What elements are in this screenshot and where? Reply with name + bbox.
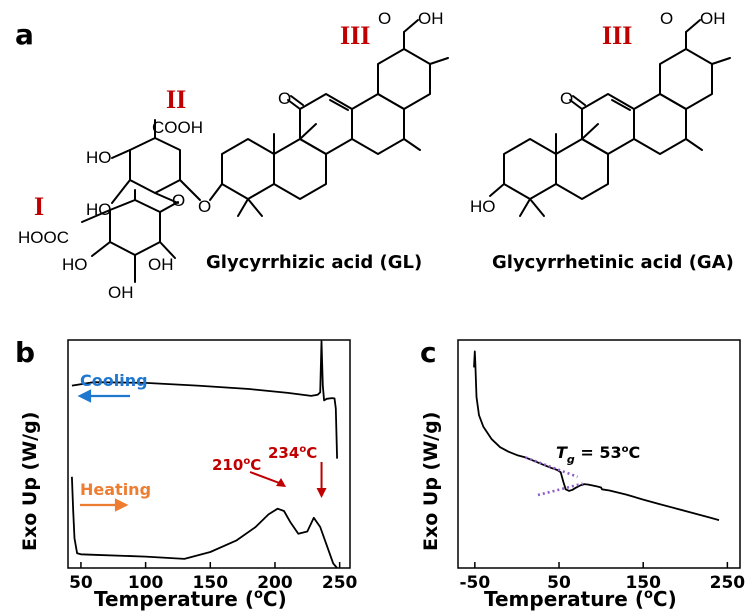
x-tick-label: 250 — [322, 573, 358, 593]
panel-b-plot-frame — [67, 339, 351, 569]
x-tick-label: 200 — [257, 573, 293, 593]
gl-ho-2: HO — [86, 200, 112, 219]
panel-c-annotations: Tg = 53oC — [556, 443, 640, 466]
ga-carbonyl-o: O — [660, 9, 673, 28]
ga-name: Glycyrrhetinic acid (GA) — [492, 252, 734, 273]
gl-cooh-ii: COOH — [152, 118, 203, 137]
x-tick-label: -50 — [459, 573, 490, 593]
gl-ho-3: HO — [62, 255, 88, 274]
panel-c-plot-frame — [457, 339, 741, 569]
tangent-line-rubbery — [537, 482, 583, 497]
ga-ho: HO — [470, 197, 496, 216]
sugar-ring-i — [109, 199, 161, 256]
panel-c-curves — [473, 350, 720, 521]
series-line-dsc — [473, 350, 720, 521]
x-tick-label: 250 — [710, 573, 746, 593]
cooling-arrow — [77, 389, 130, 403]
panel-b-label: b — [15, 336, 35, 369]
aglycone-ring-a — [221, 138, 275, 200]
series-line-heating — [71, 476, 338, 569]
aglycone-ring-c — [299, 93, 353, 155]
gl-oh-1: OH — [148, 255, 174, 274]
panel-b-y-label: Exo Up (W/g) — [19, 412, 41, 551]
fragment-label-ii: II — [166, 85, 186, 114]
ga-acid-oh: OH — [700, 9, 726, 28]
panel-c-x-label-end: C) — [653, 587, 677, 611]
x-tick-label: 150 — [193, 573, 229, 593]
series-line-cooling — [71, 340, 338, 459]
ga-ring-a — [503, 138, 557, 200]
tg-label-end: C — [628, 443, 640, 462]
peak-label-210-end: C — [250, 456, 261, 474]
tangent-line-glassy — [524, 456, 578, 479]
tg-label-unit: o — [622, 444, 629, 455]
gl-name: Glycyrrhizic acid (GL) — [206, 252, 422, 273]
peak-label-210-value: 210 — [212, 456, 243, 474]
aglycone-ring-d — [351, 93, 405, 155]
aglycone-ring-b — [273, 138, 327, 200]
tg-label: Tg = 53oC — [556, 443, 640, 466]
peak-label-234-value: 234 — [268, 444, 299, 462]
panel-b-curves — [71, 340, 338, 569]
gl-group-labels: O OH O O COOH HO HO O HOOC HO OH OH — [18, 9, 444, 302]
panel-b-x-ticks: 50 100 150 200 250 — [69, 562, 358, 593]
panel-c-label: c — [420, 336, 437, 369]
panel-c-x-label: Temperature (oC) — [484, 587, 677, 611]
tg-label-symbol: T — [556, 443, 568, 462]
ga-ring-e — [659, 48, 713, 110]
tg-label-value: = 53 — [575, 443, 622, 462]
panel-c-x-label-text: Temperature ( — [484, 587, 644, 611]
gl-ether-o: O — [198, 197, 211, 216]
glycyrrhetinic-acid-structure — [489, 19, 731, 217]
panel-b-x-label: Temperature (oC) — [94, 587, 287, 611]
gl-ketone-o: O — [278, 89, 291, 108]
peak-arrowhead-234 — [316, 488, 327, 498]
panel-c-x-ticks: -50 50 150 250 — [459, 562, 745, 593]
gl-acid-oh: OH — [418, 9, 444, 28]
gl-hooc-i: HOOC — [18, 228, 69, 247]
fragment-label-iii-ga: III — [602, 21, 632, 50]
peak-label-210-unit: o — [243, 456, 250, 467]
fragment-label-iii-gl: III — [340, 21, 370, 50]
gl-ho-1: HO — [86, 148, 112, 167]
panel-b-x-label-end: C) — [263, 587, 287, 611]
tg-label-sub: g — [567, 453, 575, 466]
ga-group-labels: O OH O HO — [470, 9, 726, 216]
glycyrrhizic-acid-structure — [81, 19, 449, 283]
aglycone-ring-e — [377, 48, 431, 110]
gl-glycosidic-o: O — [172, 191, 185, 210]
peak-label-234-unit: o — [299, 444, 306, 455]
panel-b-x-label-text: Temperature ( — [94, 587, 254, 611]
panel-c-tg-tangents — [524, 456, 583, 497]
peak-label-210: 210oC — [212, 456, 261, 474]
ga-ring-d — [633, 93, 687, 155]
peak-label-234: 234oC — [268, 444, 317, 462]
panel-c-x-label-unit: o — [644, 587, 653, 602]
ga-ring-b — [555, 138, 609, 200]
x-tick-label: 150 — [625, 573, 661, 593]
peak-arrow-210 — [249, 471, 283, 485]
peak-arrowhead-210 — [276, 478, 287, 487]
panel-a-label: a — [15, 18, 34, 51]
x-tick-label: 50 — [547, 573, 571, 593]
ga-ketone-o: O — [560, 89, 573, 108]
peak-label-234-end: C — [306, 444, 317, 462]
x-tick-label: 50 — [69, 573, 93, 593]
gl-carbonyl-o: O — [378, 9, 391, 28]
ga-ring-c — [581, 93, 635, 155]
fragment-label-i: I — [34, 192, 44, 221]
heating-label: Heating — [80, 480, 151, 499]
gl-oh-2: OH — [108, 283, 134, 302]
cooling-label: Cooling — [80, 371, 148, 390]
sugar-ring-ii — [129, 137, 181, 194]
x-tick-label: 100 — [128, 573, 164, 593]
heating-arrow — [80, 498, 129, 512]
panel-b-x-label-unit: o — [254, 587, 263, 602]
panel-c-y-label: Exo Up (W/g) — [420, 412, 442, 551]
